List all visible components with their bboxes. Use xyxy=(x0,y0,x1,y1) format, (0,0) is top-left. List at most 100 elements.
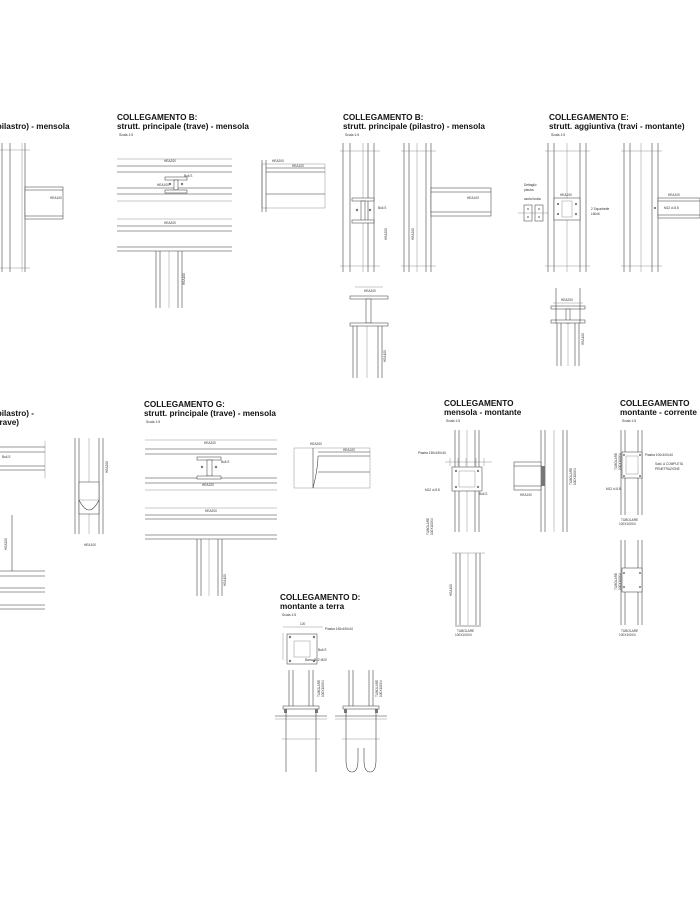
label-tubolare-i8: 100X100X4 xyxy=(619,633,636,637)
label-tubolare-h6: 100X100X4 xyxy=(455,633,472,637)
label-hea100-e-plan: HEA100 xyxy=(581,333,585,345)
label-m12-h: M12 cl.8.8 xyxy=(425,488,440,492)
detail-b2: Bull.S HEA200 HEA100 HEA200 HEA200 HEA10… xyxy=(340,143,492,378)
title-a: (pilastro) - mensola xyxy=(0,122,70,131)
label-hea200-e-plan: HEA200 xyxy=(561,298,573,302)
detail-g: HEA200 Bull.S HEA100 HEA200 HEA100 HEA20… xyxy=(145,439,371,596)
label-hea200-b1-side: HEA200 xyxy=(272,159,284,163)
label-hea100-g-side: HEA100 xyxy=(343,448,355,452)
scale-d: Scala 1:5 xyxy=(282,613,296,617)
label-tubolare-i1: TUBOLARE xyxy=(614,453,618,470)
label-bolt-b2: Bull.S xyxy=(378,206,386,210)
title-f-line2: (trave) xyxy=(0,418,19,427)
title-h-line1: COLLEGAMENTO xyxy=(444,399,514,408)
label-hea200-f2: HEA200 xyxy=(4,538,8,550)
label-hea100-h: HEA100 xyxy=(520,493,532,497)
label-tubolare-i6: 100X100X4 xyxy=(618,573,622,590)
label-plate-150-d: Piastra 150x150x10 xyxy=(325,627,353,631)
title-e-line1: COLLEGAMENTO E: xyxy=(549,113,629,122)
detail-f: Bull.S HEA200 HEA100 HEA200 xyxy=(0,438,109,610)
label-tubolare-h4: 100X100X4 xyxy=(573,468,577,485)
label-tubolare-i5: TUBOLARE xyxy=(614,573,618,590)
title-g-line2: strutt. principale (trave) - mensola xyxy=(144,409,276,418)
label-tubolare-h2: 100X100X4 xyxy=(430,518,434,535)
title-b2-line2: strutt. principale (pilastro) - mensola xyxy=(343,122,485,131)
label-tubolare-d4: 100X100X4 xyxy=(379,680,383,697)
label-weld-2: PENETRAZIONE xyxy=(655,467,680,471)
label-detail-2: piastra xyxy=(524,188,534,192)
label-detail-3: asola forata xyxy=(524,197,541,201)
label-hea100-b1-plan: HEA100 xyxy=(182,273,186,285)
label-bolt-f: Bull.S xyxy=(2,455,10,459)
title-b2-line1: COLLEGAMENTO B: xyxy=(343,113,423,122)
label-hea100-e2: HEA100 xyxy=(668,193,680,197)
title-e-line2: strutt. aggiuntiva (travi - montante) xyxy=(549,122,685,131)
scale-e: Scala 1:5 xyxy=(551,133,565,137)
label-tubolare-d1: TUBOLARE xyxy=(317,680,321,697)
label-tubolare-d3: TUBOLARE xyxy=(375,680,379,697)
label-tubolare-i4: 100X100X4 xyxy=(619,522,636,526)
label-tubolare-h1: TUBOLARE xyxy=(426,518,430,535)
title-h-line2: mensola - montante xyxy=(444,408,522,417)
label-hea100-b1: HEA100 xyxy=(157,183,169,187)
label-plate-150: Piastra 150x150x10 xyxy=(418,451,446,455)
label-hea200-g-plan: HEA200 xyxy=(205,509,217,513)
detail-d: 120 Piastra 150x150x10 Bull.S Barra Ø12 … xyxy=(275,622,387,773)
label-tubolare-h5: TUBOLARE xyxy=(457,629,474,633)
label-bolt-b1: Bull.S xyxy=(184,174,192,178)
label-hea100-g: HEA100 xyxy=(202,483,214,487)
label-dim-120: 120 xyxy=(300,622,306,626)
titles: (pilastro) - mensola COLLEGAMENTO B: str… xyxy=(0,113,697,617)
detail-b1: HEA200 Bull.S HEA100 HEA200 HEA100 HEA20… xyxy=(117,158,326,308)
label-tubolare-i7: TUBOLARE xyxy=(621,629,638,633)
scale-h: Scala 1:5 xyxy=(446,419,460,423)
label-tubolare-i3: TUBOLARE xyxy=(621,518,638,522)
label-hea200-b2-plan: HEA200 xyxy=(364,289,376,293)
label-detail-1: Dettaglio xyxy=(524,183,537,187)
label-anchor-d: Barra Ø12 M20 xyxy=(305,658,327,662)
label-hea100-h-plan: HEA100 xyxy=(449,584,453,596)
label-hea100-b2-plan: HEA100 xyxy=(383,350,387,362)
label-hea100-a: HEA100 xyxy=(50,196,62,200)
detail-h: Piastra 150x150x10 M12 cl.8.8 Bull.S TUB… xyxy=(418,430,577,637)
detail-i: Piastra 100x100x10 Sald. A COMPLETA PENE… xyxy=(606,430,684,637)
scale-b2: Scala 1:5 xyxy=(345,133,359,137)
label-hea200-b2-col2: HEA200 xyxy=(411,228,415,240)
title-i-line1: COLLEGAMENTO xyxy=(620,399,690,408)
label-angle-2: L60x6 xyxy=(591,212,600,216)
label-weld-1: Sald. A COMPLETA xyxy=(655,462,684,466)
label-angle-1: 2 Squadrette xyxy=(591,207,609,211)
label-bolt-h: Bull.S xyxy=(479,492,487,496)
title-f-line1: (pilastro) - xyxy=(0,409,34,418)
detail-a: HEA100 xyxy=(0,143,64,272)
label-hea100-g-plan: HEA100 xyxy=(223,574,227,586)
label-plate-100: Piastra 100x100x10 xyxy=(645,453,673,457)
label-hea200-f: HEA200 xyxy=(105,461,109,473)
title-b1-line2: strutt. principale (trave) - mensola xyxy=(117,122,249,131)
label-hea200-g: HEA200 xyxy=(204,441,216,445)
title-d-line2: montante a terra xyxy=(280,602,345,611)
label-hea100-b1-side: HEA100 xyxy=(292,164,304,168)
scale-g: Scala 1:5 xyxy=(146,420,160,424)
label-hea200-g-side: HEA200 xyxy=(310,442,322,446)
label-hea100-b2: HEA100 xyxy=(467,196,479,200)
label-tubolare-h3: TUBOLARE xyxy=(569,468,573,485)
label-bolt-d: Bull.S xyxy=(318,648,326,652)
label-hea100-e: HEA100 xyxy=(560,193,572,197)
label-bolt-g: Bull.S xyxy=(221,460,229,464)
label-hea100-f: HEA100 xyxy=(84,543,96,547)
title-i-line2: montante - corrente xyxy=(620,408,697,417)
title-b1-line1: COLLEGAMENTO B: xyxy=(117,113,197,122)
label-tubolare-i2: 100X100X4 xyxy=(618,453,622,470)
label-tubolare-d2: 100X100X4 xyxy=(321,680,325,697)
title-g-line1: COLLEGAMENTO G: xyxy=(144,400,225,409)
title-d-line1: COLLEGAMENTO D: xyxy=(280,593,360,602)
scale-i: Scala 1:5 xyxy=(622,419,636,423)
label-hea200-b1-plan: HEA200 xyxy=(164,221,176,225)
label-hea200-b1: HEA200 xyxy=(164,159,176,163)
label-m12-e: M12 cl.8.8 xyxy=(664,206,679,210)
detail-e: HEA100 Dettaglio piastra asola forata 2 … xyxy=(518,143,700,366)
label-m12-i: M12 cl.8.8 xyxy=(606,487,621,491)
scale-b1: Scala 1:5 xyxy=(119,133,133,137)
